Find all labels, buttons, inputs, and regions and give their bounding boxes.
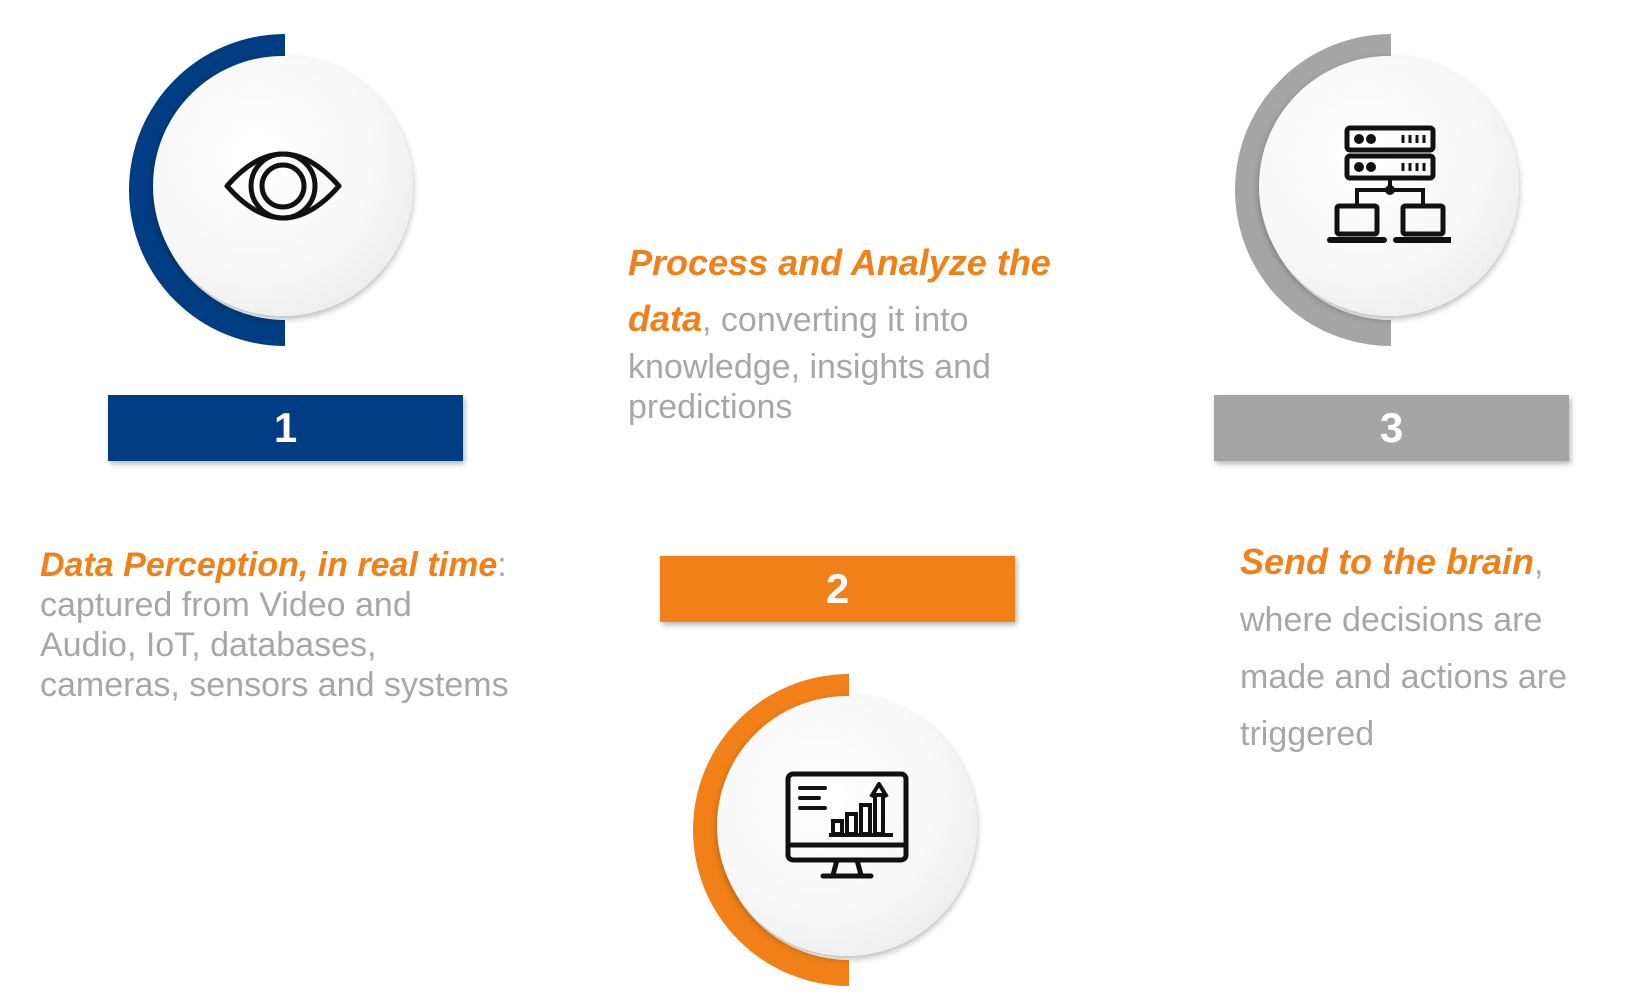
step-2-description: Process and Analyze the data, converting…: [628, 235, 1068, 427]
step-3-arc: [1235, 34, 1391, 346]
step-1-number-bar: 1: [108, 395, 463, 461]
step-3-description: Send to the brain, where decisions are m…: [1240, 533, 1620, 763]
step-3-text: , where decisions are made and actions a…: [1240, 544, 1567, 753]
monitor-chart-icon: [785, 771, 909, 879]
step-3-disc: [1259, 56, 1519, 316]
step-1-highlight: Data Perception, in real time: [40, 546, 498, 584]
eye-icon: [224, 151, 342, 221]
step-2-number-bar: 2: [660, 556, 1015, 622]
step-2-highlight: Process and Analyze the data: [628, 242, 1051, 339]
step-3-highlight: Send to the brain: [1240, 541, 1535, 582]
step-2-text: , converting it into knowledge, insights…: [628, 301, 991, 426]
step-3-number-bar: 3: [1214, 395, 1569, 461]
step-1-text: : captured from Video and Audio, IoT, da…: [40, 546, 509, 704]
server-network-icon: [1327, 125, 1451, 243]
step-2-arc: [693, 674, 849, 986]
step-1-arc: [129, 34, 285, 346]
step-2-disc: [717, 696, 977, 956]
step-1-description: Data Perception, in real time: captured …: [40, 545, 510, 705]
step-1-disc: [153, 56, 413, 316]
